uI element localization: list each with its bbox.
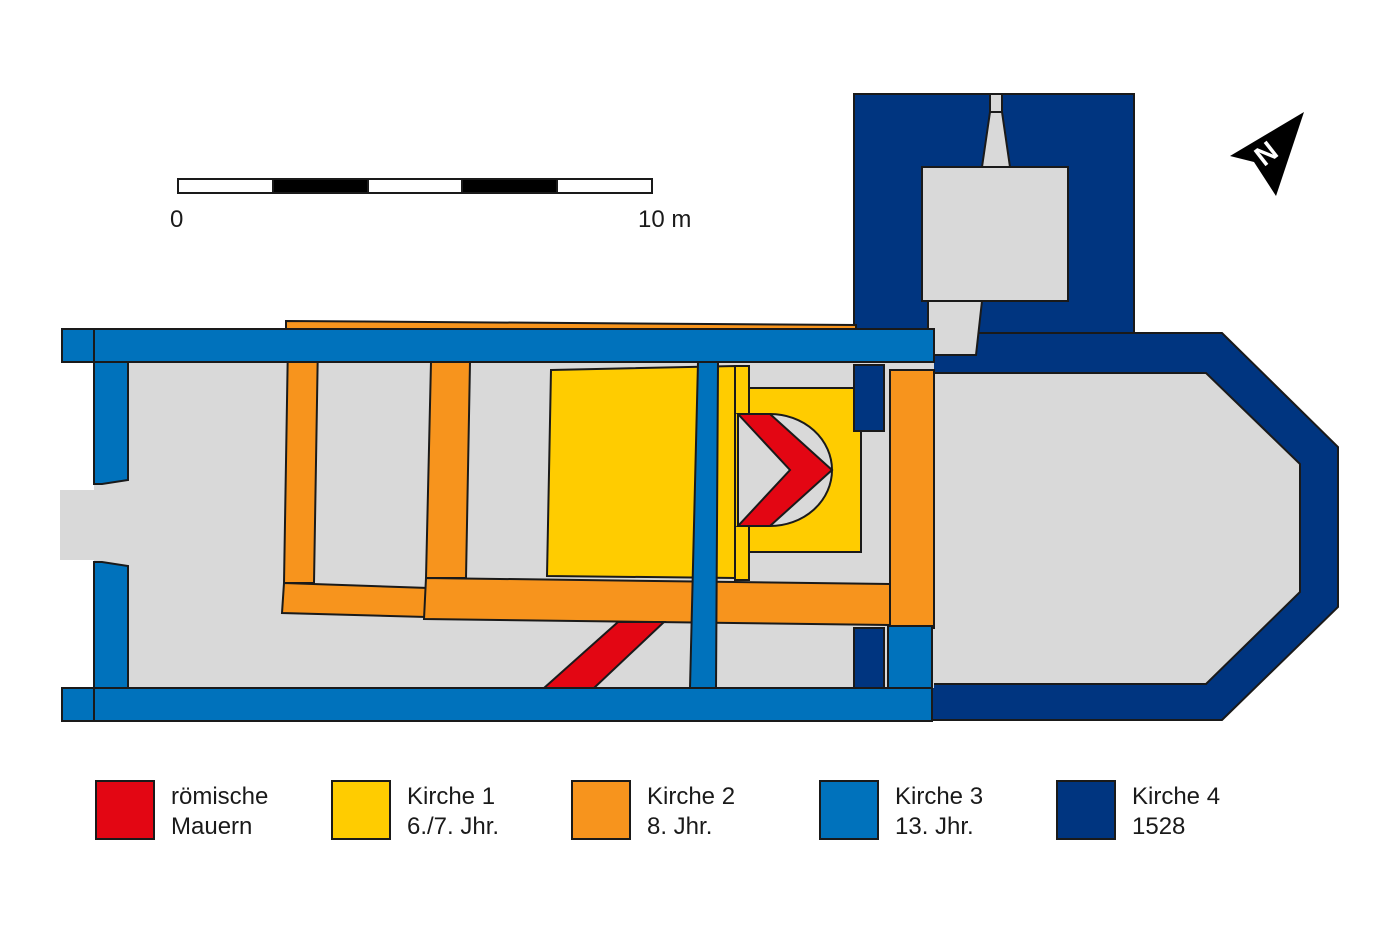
k3-west-wall: [93, 361, 129, 485]
scale-seg-5: [556, 178, 653, 194]
tower-slot-top: [989, 93, 1003, 113]
legend-label-line1: Kirche 2: [647, 783, 735, 810]
legend-label-line2: Mauern: [171, 813, 252, 840]
scale-seg-2: [272, 178, 369, 194]
kirche3-walls: [61, 328, 935, 722]
k3-west-wall-south: [93, 561, 129, 689]
k3-south-stub: [61, 687, 95, 722]
k2-south-wall: [422, 576, 893, 627]
k4-pillar-south: [853, 627, 885, 689]
legend-label-line2: 8. Jhr.: [647, 813, 712, 840]
roman-walls: [541, 413, 834, 689]
legend-label-line1: römische: [171, 783, 268, 810]
legend-label-line1: Kirche 3: [895, 783, 983, 810]
tower-room: [921, 166, 1069, 302]
k2-west-wall: [282, 340, 320, 584]
legend-swatch: [95, 780, 155, 840]
roman-chevron: [735, 413, 834, 527]
legend-label-line2: 13. Jhr.: [895, 813, 974, 840]
scale-seg-4: [461, 178, 558, 194]
kirche4-pillars: [853, 364, 885, 689]
scale-start-label: 0: [170, 206, 183, 233]
scale-seg-3: [367, 178, 463, 194]
legend-label-line2: 1528: [1132, 813, 1185, 840]
legend-swatch: [331, 780, 391, 840]
k2-inner-wall: [424, 361, 472, 579]
legend-swatch: [819, 780, 879, 840]
roman-apse-back: [737, 413, 833, 527]
tower-passage-bottom: [927, 300, 984, 356]
legend-label-line1: Kirche 1: [407, 783, 495, 810]
scale-seg-1: [177, 178, 274, 194]
legend-label-line1: Kirche 4: [1132, 783, 1220, 810]
k2-east-wall: [889, 369, 935, 629]
legend-swatch: [1056, 780, 1116, 840]
k3-north-stub: [61, 328, 95, 363]
choir-floor: [931, 372, 1301, 685]
k2-south-west: [280, 581, 430, 619]
k4-pillar-north: [853, 364, 885, 432]
k3-south-wall: [61, 687, 933, 722]
k3-cross-wall: [688, 361, 720, 689]
tower-passage-top: [980, 111, 1012, 168]
north-arrow-icon: N: [1230, 112, 1304, 196]
legend-swatch: [571, 780, 631, 840]
scale-bar: [177, 178, 653, 194]
tower-interior: [921, 93, 1069, 356]
west-entrance-floor: [60, 490, 102, 560]
legend-label-line2: 6./7. Jhr.: [407, 813, 499, 840]
k3-east-pier: [887, 625, 933, 689]
k3-north-wall: [61, 328, 935, 363]
scale-end-label: 10 m: [638, 206, 691, 233]
